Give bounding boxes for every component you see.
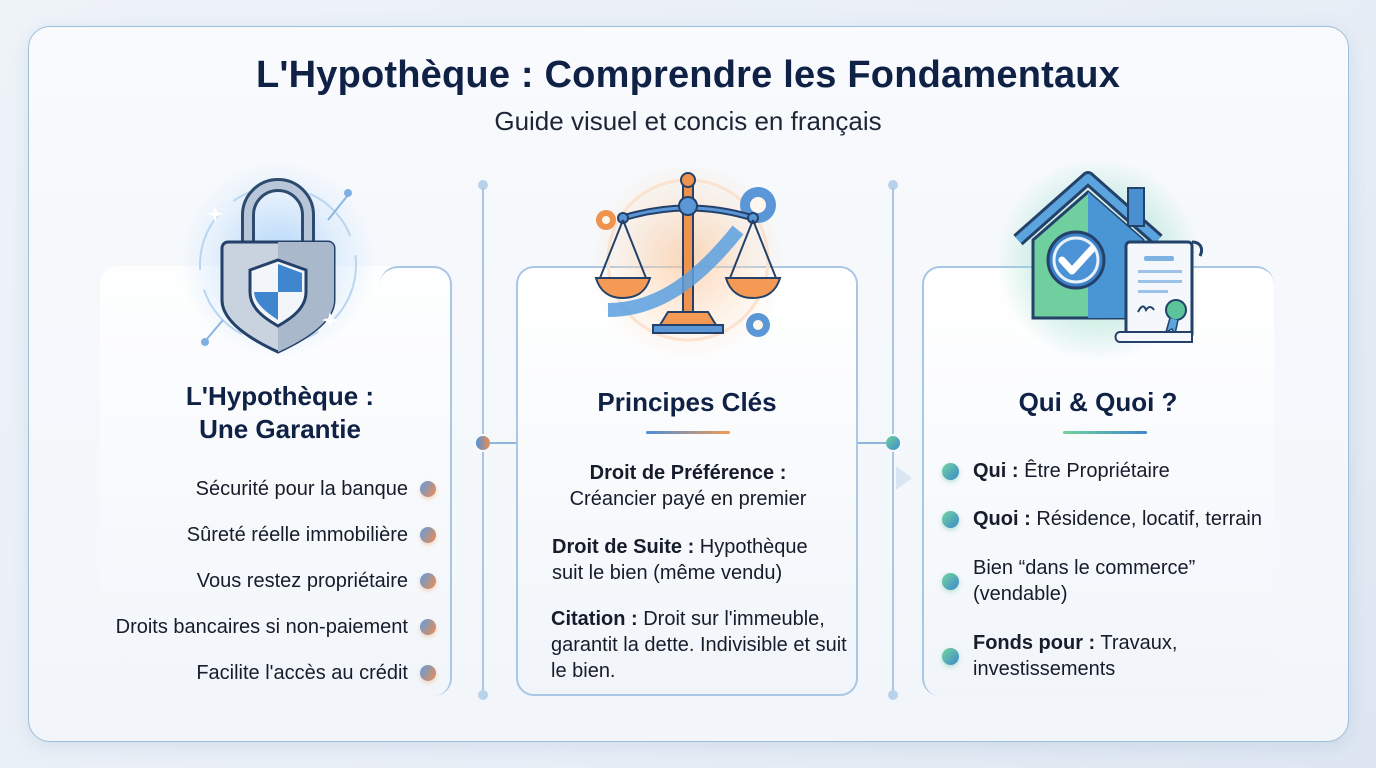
padlock-shield-icon bbox=[178, 160, 378, 360]
connector-dot-bottom-1 bbox=[478, 690, 488, 700]
item-text: Travaux, investissements bbox=[973, 632, 1178, 680]
section-guarantee-title-line1: L'Hypothèque : bbox=[185, 381, 375, 411]
list-item: Vous restez propriétaire bbox=[60, 558, 436, 604]
connector-dot-top-2 bbox=[888, 180, 898, 190]
list-item: Fonds pour : Travaux, investissements bbox=[942, 630, 1232, 682]
principles-block-citation: Citation : Droit sur l'immeuble, garanti… bbox=[551, 606, 851, 684]
bullet-dot-icon bbox=[942, 647, 959, 665]
section-who-what-underline bbox=[1063, 431, 1147, 434]
item-label: Quoi : bbox=[973, 508, 1031, 530]
list-item-text: Droits bancaires si non-paiement bbox=[115, 615, 408, 638]
connector-branch-1 bbox=[490, 442, 518, 444]
bullet-dot-icon bbox=[420, 481, 436, 497]
page-subtitle: Guide visuel et concis en français bbox=[494, 106, 882, 136]
block-text: Créancier payé en premier bbox=[569, 488, 807, 510]
block-label: Droit de Suite : bbox=[552, 536, 695, 558]
connector-hub-2 bbox=[886, 436, 900, 450]
connector-branch-2 bbox=[858, 442, 888, 444]
section-principles-underline bbox=[646, 431, 730, 434]
guarantee-list: Sécurité pour la banque Sûreté réelle im… bbox=[60, 466, 436, 696]
connector-line-1a bbox=[482, 188, 484, 434]
item-text: Être Propriétaire bbox=[1024, 460, 1170, 482]
connector-dot-bottom-2 bbox=[888, 690, 898, 700]
block-label: Droit de Préférence : bbox=[589, 462, 787, 484]
connector-line-1b bbox=[482, 452, 484, 692]
list-item-text: Vous restez propriétaire bbox=[196, 569, 408, 592]
list-item-text: Sûreté réelle immobilière bbox=[186, 523, 408, 546]
arrow-pointer bbox=[896, 466, 912, 490]
item-text: Bien “dans le commerce” (vendable) bbox=[973, 557, 1196, 605]
list-item: Facilite l'accès au crédit bbox=[60, 650, 436, 696]
block-text: Droit sur l'immeuble, garantit la dette.… bbox=[551, 608, 847, 682]
list-item: Sécurité pour la banque bbox=[60, 466, 436, 512]
bullet-dot-icon bbox=[420, 619, 436, 635]
card-guarantee-edge bbox=[380, 266, 452, 696]
list-item-text: Facilite l'accès au crédit bbox=[196, 661, 408, 684]
house-certificate-icon bbox=[998, 160, 1204, 360]
list-item: Qui : Être Propriétaire bbox=[942, 458, 1272, 484]
item-label: Fonds pour : bbox=[973, 632, 1096, 654]
list-item-text: Sécurité pour la banque bbox=[195, 477, 408, 500]
scales-justice-icon bbox=[588, 160, 788, 360]
section-who-what-title: Qui & Quoi ? bbox=[1018, 387, 1178, 417]
principles-block-preference: Droit de Préférence : Créancier payé en … bbox=[520, 460, 856, 512]
block-text: Hypothèque suit le bien (même vendu) bbox=[552, 536, 808, 584]
bullet-dot-icon bbox=[942, 510, 959, 528]
list-item: Bien “dans le commerce” (vendable) bbox=[942, 555, 1232, 607]
bullet-dot-icon bbox=[942, 462, 959, 480]
bullet-dot-icon bbox=[942, 572, 959, 590]
bullet-dot-icon bbox=[420, 665, 436, 681]
principles-block-suite: Droit de Suite : Hypothèque suit le bien… bbox=[552, 534, 842, 586]
page-title: L'Hypothèque : Comprendre les Fondamenta… bbox=[255, 54, 1121, 96]
bullet-dot-icon bbox=[420, 573, 436, 589]
item-text: Résidence, locatif, terrain bbox=[1036, 508, 1262, 530]
list-item: Droits bancaires si non-paiement bbox=[60, 604, 436, 650]
connector-line-2b bbox=[892, 452, 894, 692]
bullet-dot-icon bbox=[420, 527, 436, 543]
section-guarantee-title-line2: Une Garantie bbox=[199, 414, 361, 444]
connector-dot-top-1 bbox=[478, 180, 488, 190]
connector-hub-1 bbox=[476, 436, 490, 450]
section-guarantee-title: L'Hypothèque : Une Garantie bbox=[120, 380, 440, 446]
item-label: Qui : bbox=[973, 460, 1019, 482]
list-item: Sûreté réelle immobilière bbox=[60, 512, 436, 558]
section-principles-title: Principes Clés bbox=[597, 387, 777, 417]
list-item: Quoi : Résidence, locatif, terrain bbox=[942, 506, 1282, 532]
connector-line-2a bbox=[892, 188, 894, 434]
block-label: Citation : bbox=[551, 608, 638, 630]
